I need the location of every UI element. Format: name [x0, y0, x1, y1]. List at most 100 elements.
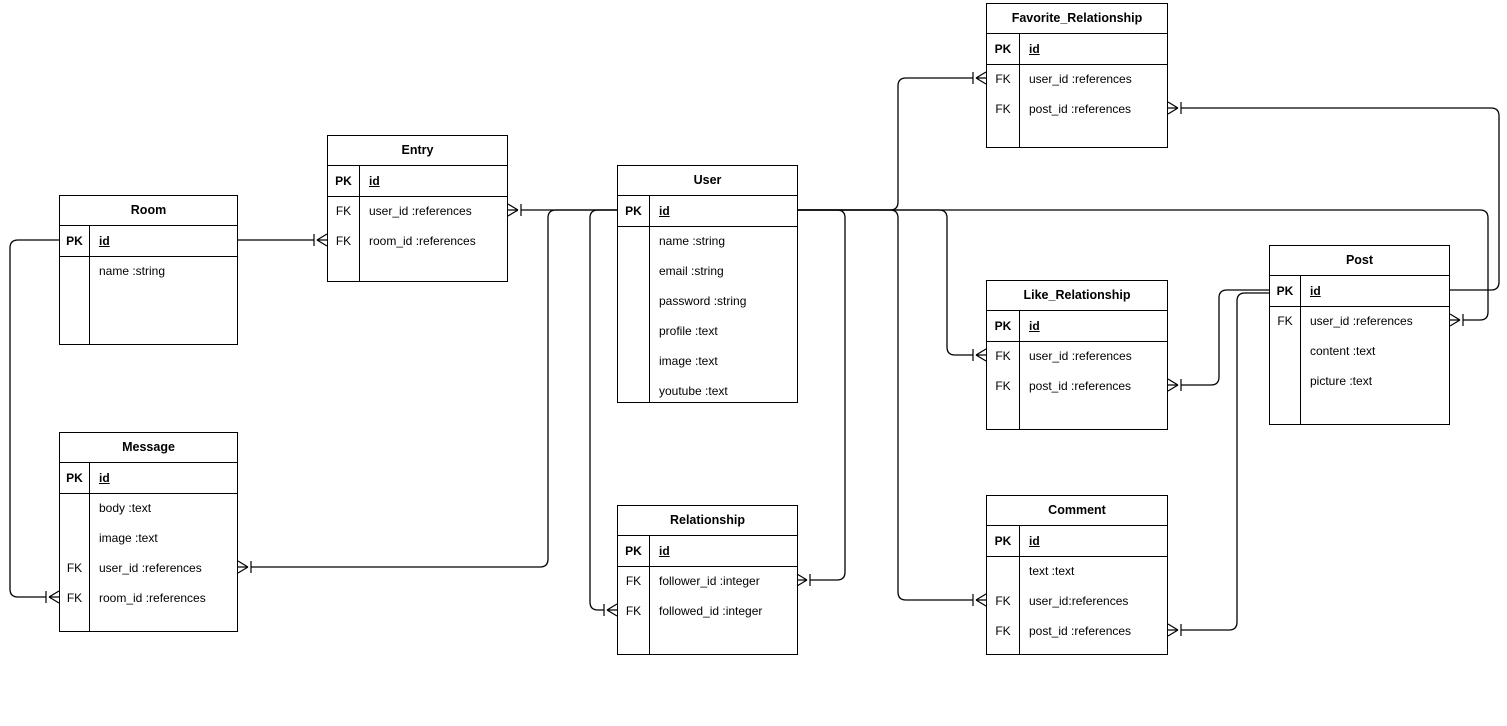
- row-key-label: FK: [335, 204, 352, 218]
- key-column-divider: [649, 196, 650, 402]
- table-body: PK id name :string: [60, 226, 237, 344]
- row-key-label: FK: [335, 234, 352, 248]
- crows-foot-many-marker: [975, 348, 987, 362]
- row-field-label: user_id :references: [1310, 314, 1413, 328]
- table-row[interactable]: FK post_id :references: [987, 616, 1167, 646]
- row-field-label: youtube :text: [659, 384, 728, 398]
- row-key-label: PK: [1276, 284, 1294, 298]
- entity-table-comment[interactable]: Comment PK id text :text FK user_id:refe…: [986, 495, 1168, 655]
- table-row[interactable]: email :string: [618, 256, 797, 286]
- connector-line[interactable]: [798, 209, 973, 356]
- connector-post-comment[interactable]: [1167, 292, 1270, 637]
- table-row[interactable]: image :text: [60, 523, 237, 553]
- entity-table-message[interactable]: Message PK id body :text image :text FK …: [59, 432, 238, 632]
- table-row[interactable]: FK user_id :references: [60, 553, 237, 583]
- table-title: User: [618, 166, 797, 196]
- connector-user-post[interactable]: [798, 209, 1489, 327]
- row-key-label: FK: [995, 624, 1011, 638]
- table-row[interactable]: youtube :text: [618, 376, 797, 406]
- table-row[interactable]: name :string: [618, 226, 797, 256]
- connector-line[interactable]: [589, 209, 617, 611]
- table-row[interactable]: FK user_id :references: [1270, 306, 1449, 336]
- crows-foot-many-marker: [237, 560, 249, 574]
- table-title: Entry: [328, 136, 507, 166]
- connector-room-message[interactable]: [9, 239, 60, 604]
- row-field-label: id: [1310, 284, 1321, 298]
- connector-user-like-relationship[interactable]: [798, 209, 987, 362]
- table-row[interactable]: PK id: [618, 196, 797, 227]
- row-field-label: id: [1029, 534, 1040, 548]
- entity-table-user[interactable]: User PK id name :string email :string pa…: [617, 165, 798, 403]
- table-row[interactable]: FK follower_id :integer: [618, 566, 797, 596]
- table-body: PK id text :text FK user_id:references F…: [987, 526, 1167, 654]
- table-row[interactable]: PK id: [987, 311, 1167, 342]
- connector-line[interactable]: [1181, 289, 1270, 386]
- table-row[interactable]: PK id: [60, 226, 237, 257]
- crows-foot-many-marker: [1167, 378, 1179, 392]
- connector-room-entry[interactable]: [238, 233, 328, 247]
- connector-user-favorite-relationship[interactable]: [798, 71, 987, 211]
- table-row[interactable]: FK user_id :references: [987, 64, 1167, 94]
- key-column-divider: [1019, 311, 1020, 429]
- entity-table-like_relationship[interactable]: Like_Relationship PK id FK user_id :refe…: [986, 280, 1168, 430]
- table-row[interactable]: profile :text: [618, 316, 797, 346]
- table-row[interactable]: FK user_id :references: [328, 196, 507, 226]
- entity-table-favorite_relationship[interactable]: Favorite_Relationship PK id FK user_id :…: [986, 3, 1168, 148]
- table-row[interactable]: name :string: [60, 256, 237, 286]
- connector-line[interactable]: [251, 209, 617, 568]
- table-row[interactable]: PK id: [987, 526, 1167, 557]
- row-key-label: FK: [995, 72, 1011, 86]
- entity-table-post[interactable]: Post PK id FK user_id :references conten…: [1269, 245, 1450, 425]
- table-row[interactable]: content :text: [1270, 336, 1449, 366]
- row-key-label: FK: [625, 574, 642, 588]
- table-row[interactable]: PK id: [987, 34, 1167, 65]
- table-row[interactable]: picture :text: [1270, 366, 1449, 396]
- row-field-label: id: [99, 234, 110, 248]
- table-row[interactable]: FK user_id:references: [987, 586, 1167, 616]
- row-field-label: id: [659, 204, 670, 218]
- row-key-label: FK: [1277, 314, 1293, 328]
- table-row[interactable]: FK room_id :references: [328, 226, 507, 256]
- connector-post-like-relationship[interactable]: [1167, 289, 1270, 392]
- row-key-label: FK: [995, 594, 1011, 608]
- connector-line[interactable]: [1181, 107, 1500, 291]
- table-row[interactable]: PK id: [618, 536, 797, 567]
- entity-table-room[interactable]: Room PK id name :string: [59, 195, 238, 345]
- row-field-label: user_id :references: [99, 561, 202, 575]
- row-key-label: PK: [66, 234, 83, 248]
- table-row[interactable]: PK id: [1270, 276, 1449, 307]
- connector-user-relationship-follower[interactable]: [796, 209, 846, 587]
- table-row[interactable]: FK user_id :references: [987, 341, 1167, 371]
- connector-line[interactable]: [1181, 292, 1270, 631]
- connector-line[interactable]: [798, 77, 973, 211]
- connector-post-favorite-relationship[interactable]: [1167, 101, 1500, 291]
- row-field-label: followed_id :integer: [659, 604, 763, 618]
- table-row[interactable]: FK post_id :references: [987, 371, 1167, 401]
- table-row[interactable]: body :text: [60, 493, 237, 523]
- table-row[interactable]: PK id: [60, 463, 237, 494]
- connector-line[interactable]: [798, 209, 846, 581]
- connector-line[interactable]: [798, 209, 1489, 321]
- connector-user-relationship-followed[interactable]: [589, 209, 618, 617]
- table-row[interactable]: FK followed_id :integer: [618, 596, 797, 626]
- table-row[interactable]: FK room_id :references: [60, 583, 237, 613]
- row-field-label: password :string: [659, 294, 747, 308]
- table-row[interactable]: image :text: [618, 346, 797, 376]
- connector-user-comment[interactable]: [798, 209, 987, 607]
- crows-foot-many-marker: [796, 573, 808, 587]
- table-row[interactable]: FK post_id :references: [987, 94, 1167, 124]
- key-column-divider: [359, 166, 360, 281]
- connector-line[interactable]: [9, 239, 59, 598]
- entity-table-entry[interactable]: Entry PK id FK user_id :references FK ro…: [327, 135, 508, 282]
- table-row[interactable]: password :string: [618, 286, 797, 316]
- crows-foot-many-marker: [316, 233, 328, 247]
- row-field-label: name :string: [659, 234, 726, 248]
- table-row[interactable]: text :text: [987, 556, 1167, 586]
- entity-table-relationship[interactable]: Relationship PK id FK follower_id :integ…: [617, 505, 798, 655]
- table-row[interactable]: PK id: [328, 166, 507, 197]
- table-body: PK id FK user_id :references content :te…: [1270, 276, 1449, 424]
- row-field-label: image :text: [99, 531, 158, 545]
- connector-user-message[interactable]: [237, 209, 617, 574]
